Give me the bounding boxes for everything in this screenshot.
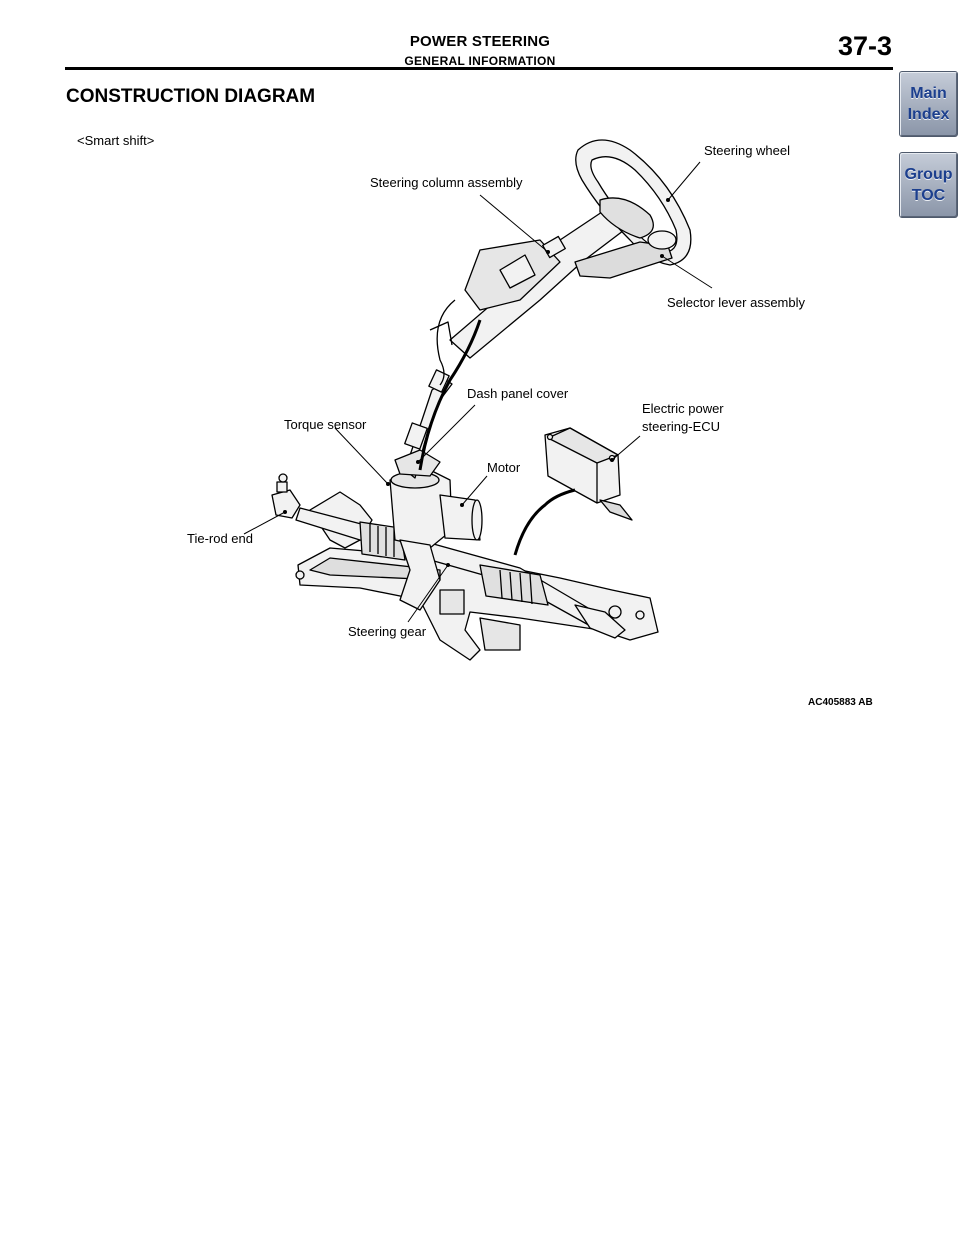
steering-column-illustration bbox=[429, 199, 641, 386]
label-selector-lever-assembly: Selector lever assembly bbox=[667, 295, 805, 310]
leader-dots bbox=[283, 198, 670, 567]
variant-label: <Smart shift> bbox=[77, 133, 155, 148]
label-dash-panel-cover: Dash panel cover bbox=[467, 386, 569, 401]
label-steering-column-assembly: Steering column assembly bbox=[370, 175, 523, 190]
section-title: CONSTRUCTION DIAGRAM bbox=[66, 86, 316, 107]
main-index-button[interactable]: Main Index bbox=[899, 71, 958, 137]
main-index-label-line2: Index bbox=[907, 106, 950, 123]
header-rule bbox=[65, 67, 893, 70]
selector-lever-illustration bbox=[574, 230, 677, 279]
label-electric-power-steering-ecu: Electric power steering-ECU bbox=[642, 400, 762, 436]
leader-lines bbox=[243, 161, 713, 623]
ecu-illustration bbox=[544, 427, 633, 521]
page-header-title: POWER STEERING bbox=[409, 33, 551, 50]
label-steering-wheel: Steering wheel bbox=[704, 143, 790, 158]
page-header-subtitle: GENERAL INFORMATION bbox=[404, 54, 556, 68]
page-number: 37-3 bbox=[837, 31, 892, 61]
tie-rod-end-illustration bbox=[271, 473, 626, 639]
label-motor: Motor bbox=[487, 460, 521, 475]
label-ecu-line1: Electric power bbox=[642, 401, 724, 416]
label-torque-sensor: Torque sensor bbox=[284, 417, 367, 432]
crossmember-illustration bbox=[295, 491, 659, 661]
group-toc-button[interactable]: Group TOC bbox=[899, 152, 958, 218]
wiring-harness-illustration bbox=[418, 319, 576, 556]
group-toc-label-line2: TOC bbox=[911, 187, 946, 204]
label-tie-rod-end: Tie-rod end bbox=[187, 531, 253, 546]
label-ecu-line2: steering-ECU bbox=[642, 419, 721, 434]
figure-id: AC405883 AB bbox=[808, 697, 873, 708]
main-index-label-line1: Main bbox=[910, 85, 947, 102]
group-toc-label-line1: Group bbox=[904, 166, 953, 183]
label-steering-gear: Steering gear bbox=[348, 624, 427, 639]
motor-illustration bbox=[389, 469, 483, 611]
